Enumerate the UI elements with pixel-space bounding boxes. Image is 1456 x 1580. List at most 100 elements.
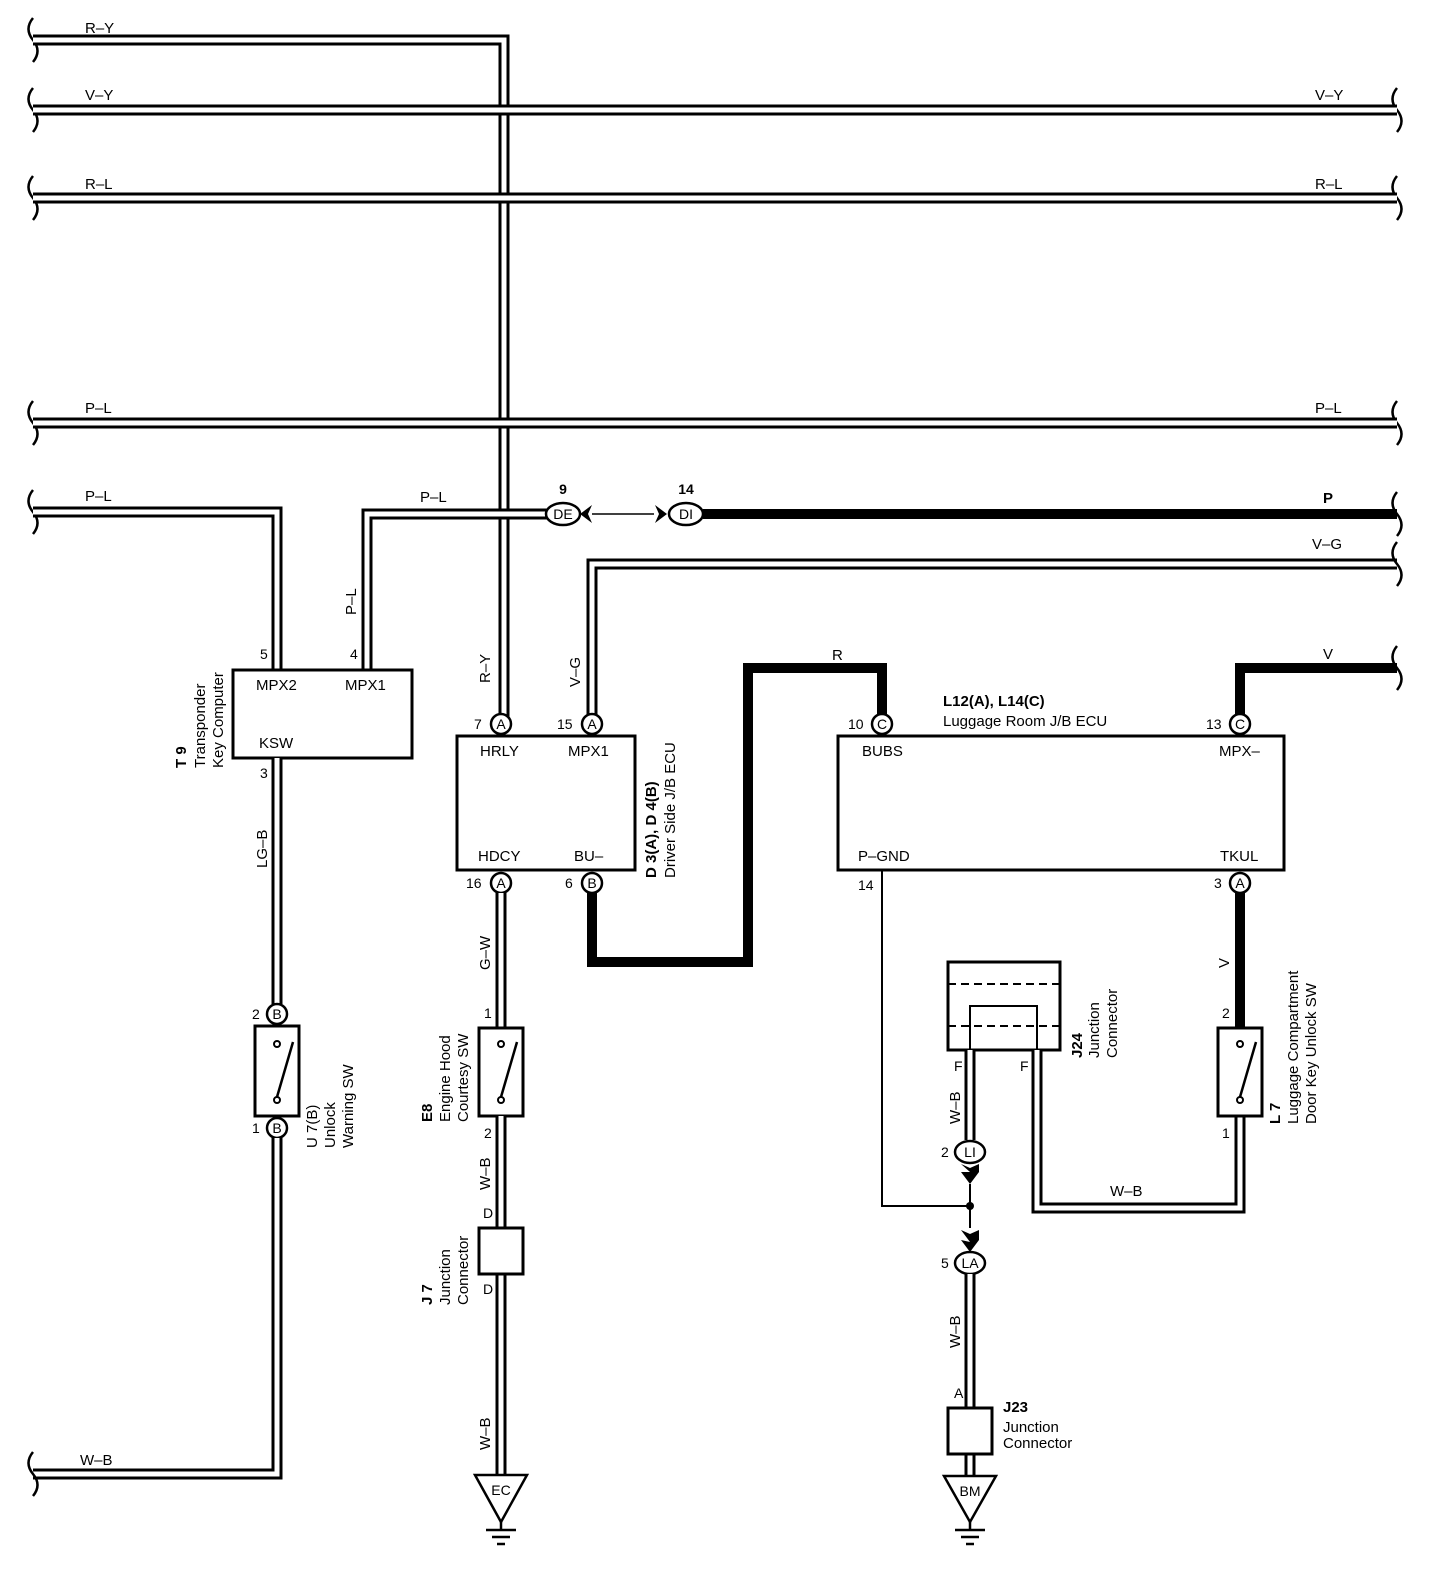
u7-conn-top: B [272, 1006, 281, 1022]
wire-label-lg-b: LG–B [254, 830, 271, 868]
connector-li-id: LI [964, 1144, 976, 1160]
component-d3-driver-side-jb-ecu: A 7 A 15 HRLY MPX1 HDCY BU– A 16 B 6 D 3… [455, 712, 679, 895]
l7-code: L 7 [1267, 1103, 1284, 1124]
wire-p: P [703, 490, 1403, 538]
t9-name-line1: Transponder [192, 684, 209, 769]
wire-label-v-g: V–G [1312, 536, 1342, 553]
j23-code: J23 [1003, 1399, 1028, 1416]
e8-pin-bottom: 2 [484, 1125, 492, 1141]
d3-pin-mpx1-label: MPX1 [568, 743, 609, 760]
component-j23-junction-connector: A J23 Junction Connector [946, 1385, 1072, 1456]
connector-li: LI 2 [941, 1139, 987, 1184]
wire-label-p-l-left: P–L [85, 400, 112, 417]
wire-label-r-y: R–Y [85, 20, 114, 37]
j23-name-line1: Junction [1003, 1419, 1059, 1436]
d3-pin-hdcy-label: HDCY [478, 848, 521, 865]
wire-p-l-mpx2: P–L [27, 488, 283, 670]
ground-ec: EC [472, 1473, 530, 1546]
t9-name-line2: Key Computer [210, 672, 227, 768]
connector-la: LA 5 [941, 1230, 987, 1276]
wire-w-b-j24-l7: W–B [1031, 1050, 1246, 1214]
connector-li-pin: 2 [941, 1144, 949, 1160]
j23-name-line2: Connector [1003, 1435, 1072, 1452]
l7-pin-top: 2 [1222, 1005, 1230, 1021]
t9-pin-3: 3 [260, 765, 268, 781]
u7-name-line2: Warning SW [340, 1064, 357, 1148]
l12-pin-10: 10 [848, 716, 864, 732]
l12-pin-tkul-label: TKUL [1220, 848, 1258, 865]
wire-label-v: V [1323, 646, 1333, 663]
component-e8-engine-hood-courtesy-sw: 1 2 E8 Engine Hood Courtesy SW [419, 1005, 525, 1141]
u7-conn-bottom: B [272, 1120, 281, 1136]
ground-ec-label: EC [491, 1482, 510, 1498]
l12-pin-pgnd-label: P–GND [858, 848, 910, 865]
t9-code: T 9 [173, 746, 190, 768]
l7-pin-bottom: 1 [1222, 1125, 1230, 1141]
e8-name-line2: Courtesy SW [455, 1033, 472, 1122]
component-j7-junction-connector: D D J 7 Junction Connector [419, 1205, 525, 1305]
l12-pin-13: 13 [1206, 716, 1222, 732]
wire-r-l: R–L R–L [27, 174, 1403, 222]
l12-code: L12(A), L14(C) [943, 693, 1045, 710]
wire-label-w-b-l7: W–B [1110, 1183, 1143, 1200]
l12-conn-13: C [1235, 716, 1245, 732]
wire-v-y: V–Y V–Y [27, 86, 1403, 134]
u7-name-line1: Unlock [322, 1102, 339, 1148]
wire-label-w-b-la: W–B [947, 1315, 964, 1348]
wire-w-b-e8: W–B W–B [477, 1116, 507, 1475]
connector-la-pin: 5 [941, 1255, 949, 1271]
wire-label-p-l-mpx2: P–L [85, 488, 112, 505]
wire-label-w-b-e8: W–B [477, 1157, 494, 1190]
connector-de-id: DE [553, 506, 572, 522]
connector-de-arrow [580, 505, 592, 523]
wire-p-gnd [881, 870, 970, 1207]
l12-pin-14: 14 [858, 877, 874, 893]
d3-conn-6: B [587, 875, 596, 891]
j24-name-line1: Junction [1086, 1002, 1103, 1058]
wire-lg-b: LG–B [254, 758, 283, 1004]
t9-pin-mpx2-label: MPX2 [256, 677, 297, 694]
j24-pin-right: F [1020, 1058, 1029, 1074]
wire-label-r-l-right: R–L [1315, 176, 1343, 193]
wire-r-y: R–Y R–Y [27, 16, 510, 724]
connector-la-arrow [961, 1230, 979, 1252]
wire-label-p: P [1323, 490, 1333, 507]
wire-label-w-b-j24: W–B [947, 1091, 964, 1124]
wire-label-v-y-left: V–Y [85, 87, 113, 104]
wire-label-v-g-vertical: V–G [567, 657, 584, 687]
wire-label-p-l-right: P–L [1315, 400, 1342, 417]
j7-pin-top: D [483, 1205, 493, 1221]
j23-pin-top: A [954, 1385, 964, 1401]
e8-name-line1: Engine Hood [437, 1035, 454, 1122]
wire-label-p-l-mpx1-vertical: P–L [343, 588, 360, 615]
j24-code: J24 [1069, 1032, 1086, 1058]
wire-r: R [587, 647, 887, 967]
d3-name: Driver Side J/B ECU [662, 742, 679, 878]
ground-bm-label: BM [960, 1483, 981, 1499]
d3-code: D 3(A), D 4(B) [643, 781, 660, 878]
component-l7-luggage-door-key-unlock-sw: 2 1 L 7 Luggage Compartment Door Key Unl… [1216, 970, 1320, 1141]
l7-name-line2: Door Key Unlock SW [1303, 982, 1320, 1124]
t9-pin-ksw-label: KSW [259, 735, 294, 752]
wire-label-g-w: G–W [477, 935, 494, 970]
t9-pin-4: 4 [350, 646, 358, 662]
wire-p-l-top: P–L P–L [27, 399, 1403, 447]
d3-pin-6: 6 [565, 875, 573, 891]
l12-conn-10: C [877, 716, 887, 732]
wire-w-b-j24-li: W–B [947, 1050, 976, 1140]
connector-de-pin: 9 [559, 481, 567, 497]
l12-name: Luggage Room J/B ECU [943, 713, 1107, 730]
d3-pin-7: 7 [474, 716, 482, 732]
d3-conn-16: A [496, 875, 506, 891]
connector-de: DE 9 [544, 481, 592, 527]
j7-name-line1: Junction [437, 1249, 454, 1305]
component-j24-junction-connector: F F J24 Junction Connector [946, 960, 1121, 1074]
l12-pin-bubs-label: BUBS [862, 743, 903, 760]
connector-di-pin: 14 [678, 481, 694, 497]
t9-pin-mpx1-label: MPX1 [345, 677, 386, 694]
e8-code: E8 [419, 1104, 436, 1122]
ground-bm: BM [941, 1474, 999, 1546]
d3-pin-bu-label: BU– [574, 848, 604, 865]
wire-p-l-mpx1: P–L P–L [343, 489, 548, 670]
d3-pin-hrly-label: HRLY [480, 743, 519, 760]
